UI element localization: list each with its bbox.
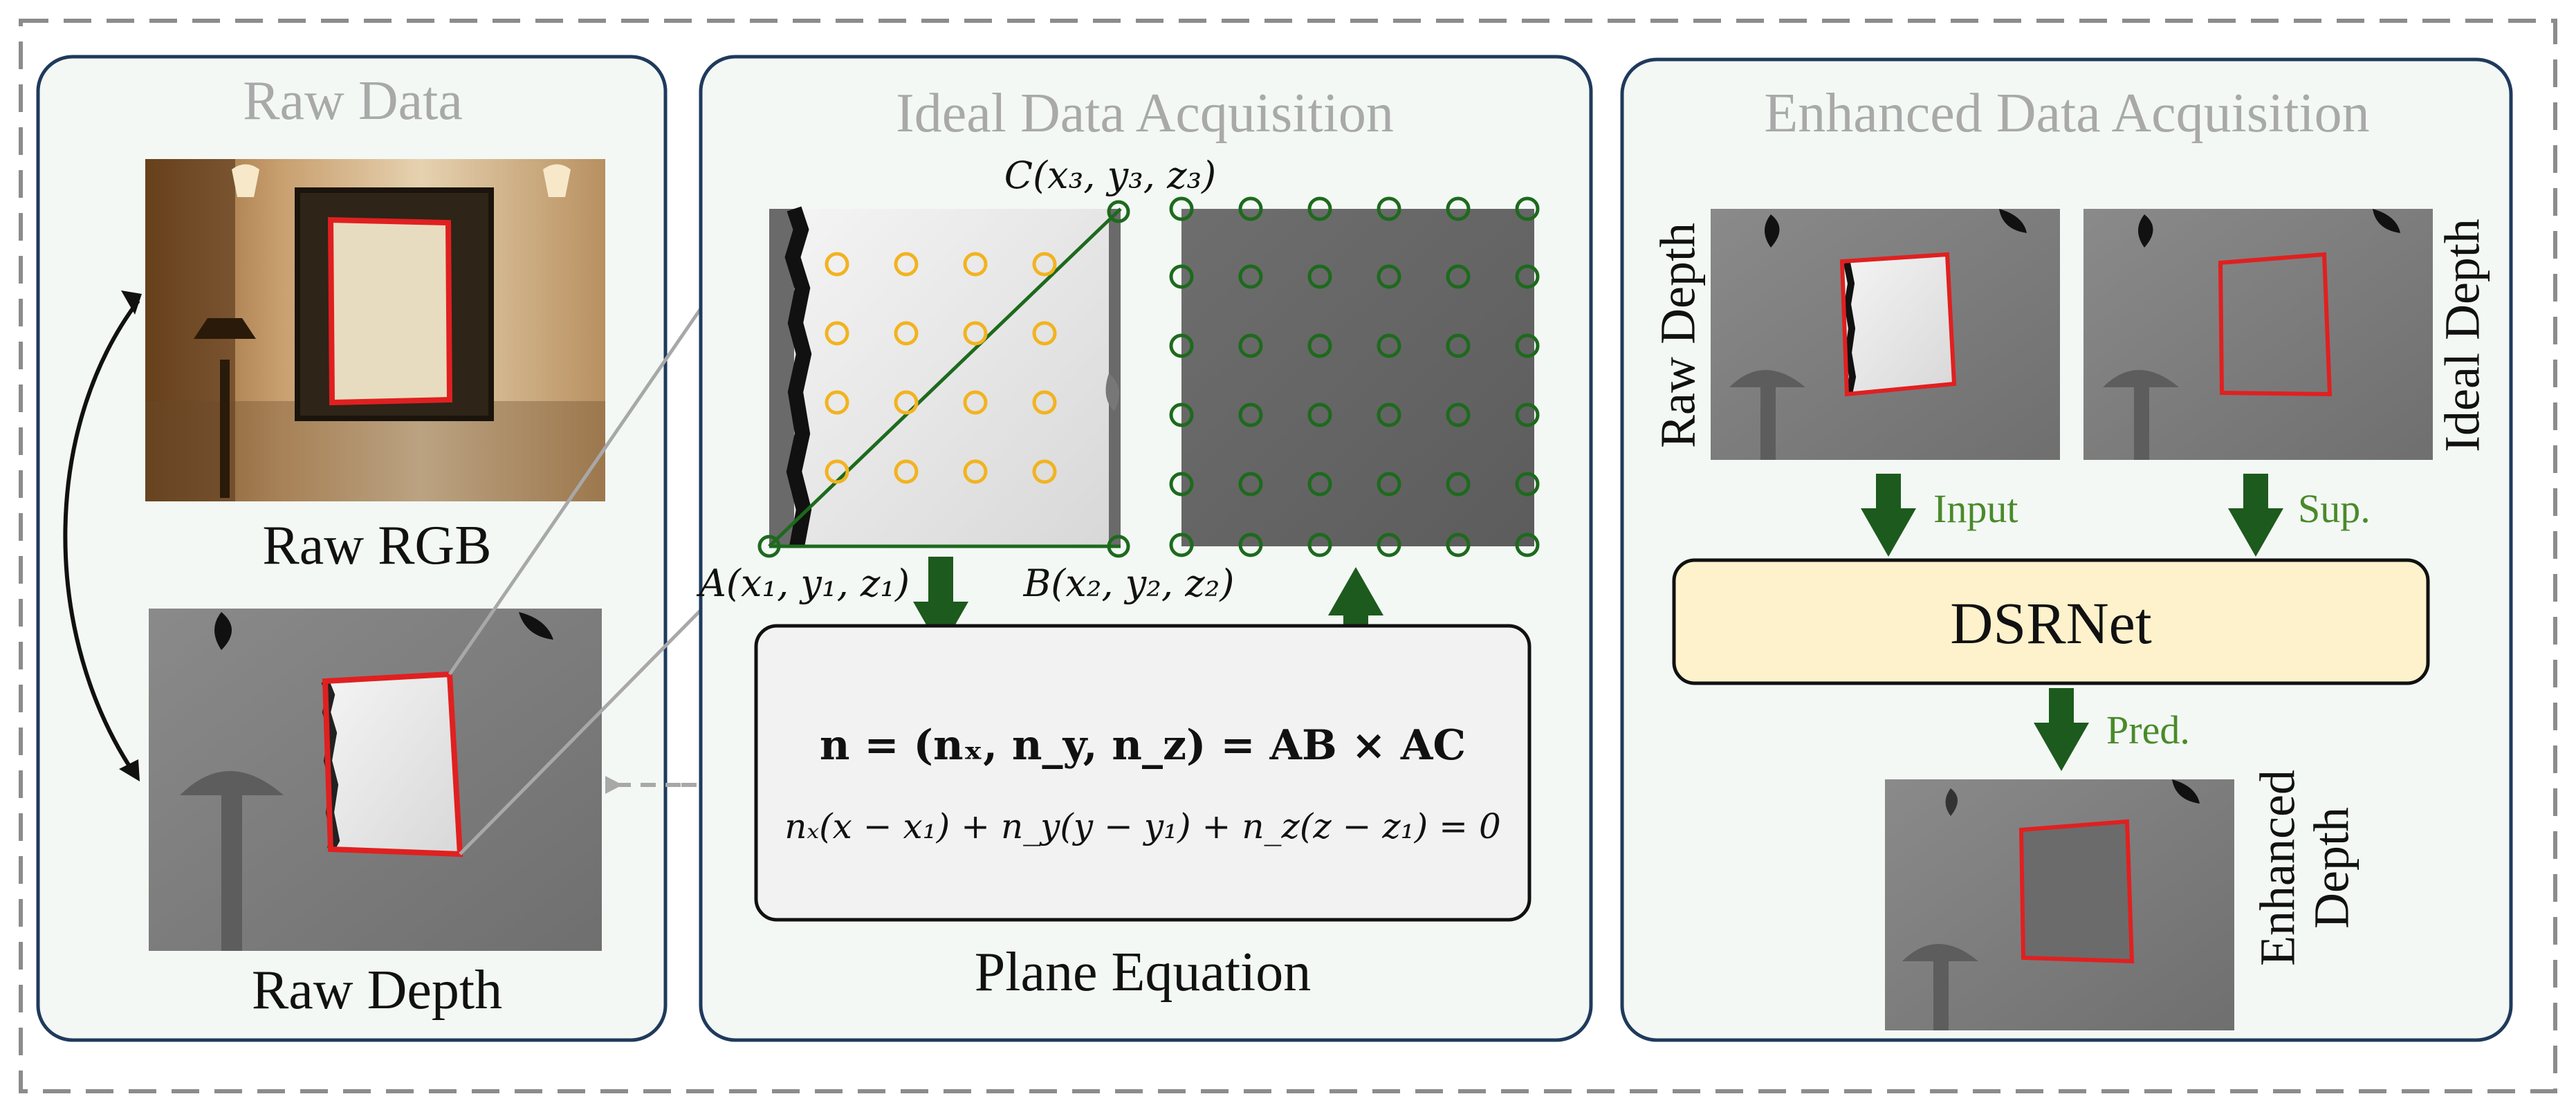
- raw-data-panel: Raw Data Raw RGB: [36, 55, 668, 1042]
- raw-rgb-image: [145, 159, 605, 501]
- enhanced-ideal-depth-label: Ideal Depth: [2435, 219, 2490, 452]
- enhanced-depth-label-line1: Enhanced: [2250, 770, 2306, 966]
- supervision-label: Sup.: [2298, 486, 2371, 531]
- supervision-arrow: [2228, 474, 2283, 557]
- enhanced-acquisition-title: Enhanced Data Acquisition: [1764, 83, 2369, 144]
- prediction-label: Pred.: [2106, 707, 2190, 752]
- point-c-label: C(x₃, y₃, z₃): [1004, 154, 1216, 197]
- enhanced-acquisition-panel: Enhanced Data Acquisition Raw Depth Idea…: [1620, 57, 2513, 1042]
- point-a-marker: [757, 535, 781, 558]
- ideal-acquisition-title: Ideal Data Acquisition: [896, 83, 1394, 144]
- fitted-plane-depth: [1169, 196, 1540, 557]
- plane-equation-box: [754, 624, 1531, 922]
- raw-depth-image: [149, 609, 602, 951]
- outer-frame: [19, 19, 2557, 1093]
- point-c-marker: [1107, 200, 1130, 223]
- dsrnet-box: [1672, 558, 2430, 685]
- raw-data-title: Raw Data: [243, 71, 463, 131]
- enhanced-ideal-depth-image: [2083, 209, 2433, 460]
- plane-equation-caption: Plane Equation: [975, 942, 1312, 1003]
- point-b-label: B(x₂, y₂, z₂): [1023, 562, 1235, 605]
- ideal-acquisition-panel: Ideal Data Acquisition C(x₃, y₃, z₃) A(x…: [696, 55, 1593, 1042]
- raw-depth-caption: Raw Depth: [252, 960, 502, 1021]
- enhanced-depth-image: [1885, 779, 2234, 1030]
- mirror-outline-rgb: [327, 216, 453, 406]
- enhanced-depth-label-line2: Depth: [2304, 807, 2359, 929]
- plane-equation: nₓ(x − x₁) + n_y(y − y₁) + n_z(z − z₁) =…: [784, 806, 1501, 846]
- normal-vector-equation: n = (nₓ, n_y, n_z) = AB × AC: [820, 721, 1466, 770]
- prediction-arrow: [2034, 688, 2089, 771]
- rgb-depth-correspondence-arrow: [63, 290, 142, 781]
- mirror-depth-crop: [757, 200, 1130, 558]
- point-b-marker: [1107, 535, 1130, 558]
- enhanced-raw-depth-label: Raw Depth: [1650, 223, 1706, 448]
- input-label: Input: [1933, 486, 2018, 531]
- raw-rgb-caption: Raw RGB: [262, 515, 491, 576]
- enhanced-raw-depth-image: [1711, 209, 2060, 460]
- sampled-points-orange: [825, 252, 1057, 484]
- input-arrow: [1861, 474, 1916, 557]
- sampled-points-green: [1169, 196, 1540, 557]
- point-a-label: A(x₁, y₁, z₁): [696, 562, 910, 605]
- dsrnet-label: DSRNet: [1950, 590, 2152, 656]
